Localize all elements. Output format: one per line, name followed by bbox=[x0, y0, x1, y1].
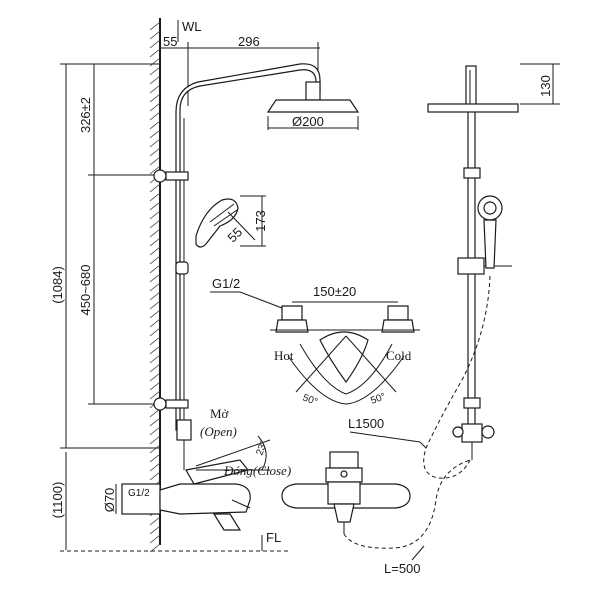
dim-70: Ø70 bbox=[102, 488, 117, 513]
hatch-line bbox=[149, 30, 161, 40]
hatch-line bbox=[149, 417, 161, 427]
hatch-line bbox=[149, 372, 161, 382]
hatch-line bbox=[149, 462, 161, 472]
angle-50-right: 50° bbox=[369, 391, 387, 407]
front-view-column: 130 L1500 bbox=[348, 63, 560, 479]
side-view-column bbox=[153, 63, 321, 470]
hatch-line bbox=[149, 201, 161, 211]
wall-hatching bbox=[149, 21, 161, 553]
dim-200: Ø200 bbox=[292, 114, 324, 129]
hatch-line bbox=[149, 318, 161, 328]
g12-top-label: G1/2 bbox=[212, 276, 240, 291]
angle-23-label: 23° bbox=[254, 439, 270, 457]
g12-bottom-label: G1/2 bbox=[128, 488, 150, 499]
dim-150: 150±20 bbox=[313, 284, 356, 299]
mo-label: Mở bbox=[210, 406, 230, 421]
hatch-line bbox=[149, 426, 161, 436]
hatch-line bbox=[149, 228, 161, 238]
hatch-line bbox=[149, 57, 161, 67]
top-dimensions: 55 296 bbox=[160, 34, 320, 106]
hatch-line bbox=[149, 300, 161, 310]
hatch-line bbox=[149, 102, 161, 112]
hose-l500: L=500 bbox=[384, 561, 421, 576]
hatch-line bbox=[149, 39, 161, 49]
dim-55: 55 bbox=[163, 34, 177, 49]
hatch-line bbox=[149, 165, 161, 175]
open-label: (Open) bbox=[200, 424, 237, 439]
hatch-line bbox=[149, 309, 161, 319]
overhead-shower-side: Ø200 bbox=[266, 81, 360, 130]
hatch-line bbox=[149, 120, 161, 130]
hatch-line bbox=[149, 21, 161, 31]
hatch-line bbox=[149, 246, 161, 256]
hatch-line bbox=[149, 156, 161, 166]
hatch-line bbox=[149, 345, 161, 355]
hatch-line bbox=[149, 444, 161, 454]
hatch-line bbox=[149, 354, 161, 364]
hatch-line bbox=[149, 381, 161, 391]
hatch-line bbox=[149, 471, 161, 481]
hatch-line bbox=[149, 219, 161, 229]
hatch-line bbox=[149, 75, 161, 85]
dim-130: 130 bbox=[538, 75, 553, 97]
hatch-line bbox=[149, 453, 161, 463]
hand-shower-side: 173 55 bbox=[195, 195, 268, 248]
dim-1100: (1100) bbox=[50, 482, 65, 519]
cold-label: Cold bbox=[386, 348, 412, 363]
dim-173: 173 bbox=[253, 210, 268, 232]
dim-450-680: 450~680 bbox=[78, 265, 93, 316]
hatch-line bbox=[149, 525, 161, 535]
fl-label: FL bbox=[266, 530, 281, 545]
hatch-line bbox=[149, 336, 161, 346]
hatch-line bbox=[149, 435, 161, 445]
hatch-line bbox=[149, 111, 161, 121]
hose-l1500: L1500 bbox=[348, 416, 384, 431]
hatch-line bbox=[149, 66, 161, 76]
hatch-line bbox=[149, 282, 161, 292]
hatch-line bbox=[149, 48, 161, 58]
hatch-line bbox=[149, 255, 161, 265]
mixer-top-view: G1/2 150±20 Hot Cold 50° 50° bbox=[210, 276, 420, 408]
hatch-line bbox=[149, 237, 161, 247]
mixer-front: L=500 bbox=[281, 451, 471, 576]
wl-label: WL bbox=[182, 19, 202, 34]
hatch-line bbox=[149, 84, 161, 94]
wall bbox=[149, 18, 161, 553]
dim-326: 326±2 bbox=[78, 97, 93, 133]
hatch-line bbox=[149, 192, 161, 202]
dim-1084: (1084) bbox=[50, 266, 65, 304]
hatch-line bbox=[149, 516, 161, 526]
hatch-line bbox=[149, 363, 161, 373]
angle-50-left: 50° bbox=[301, 392, 319, 408]
hatch-line bbox=[149, 138, 161, 148]
hatch-line bbox=[149, 273, 161, 283]
hatch-line bbox=[149, 129, 161, 139]
hatch-line bbox=[149, 327, 161, 337]
left-dimensions: 326±2 450~680 (1084) (1100) bbox=[50, 63, 290, 552]
wl-marker: WL bbox=[177, 19, 202, 42]
dim-296: 296 bbox=[238, 34, 260, 49]
hot-label: Hot bbox=[274, 348, 294, 363]
hatch-line bbox=[149, 210, 161, 220]
dong-close-label: Đóng(Close) bbox=[223, 463, 291, 478]
hatch-line bbox=[149, 390, 161, 400]
hatch-line bbox=[149, 264, 161, 274]
hatch-line bbox=[149, 534, 161, 544]
hatch-line bbox=[149, 147, 161, 157]
mixer-side: G1/2 Ø70 Mở (Open) 23° Đóng(Close) FL bbox=[102, 406, 291, 551]
hatch-line bbox=[149, 291, 161, 301]
hatch-line bbox=[149, 93, 161, 103]
dim-55-angle: 55 bbox=[224, 224, 245, 245]
hatch-line bbox=[149, 183, 161, 193]
